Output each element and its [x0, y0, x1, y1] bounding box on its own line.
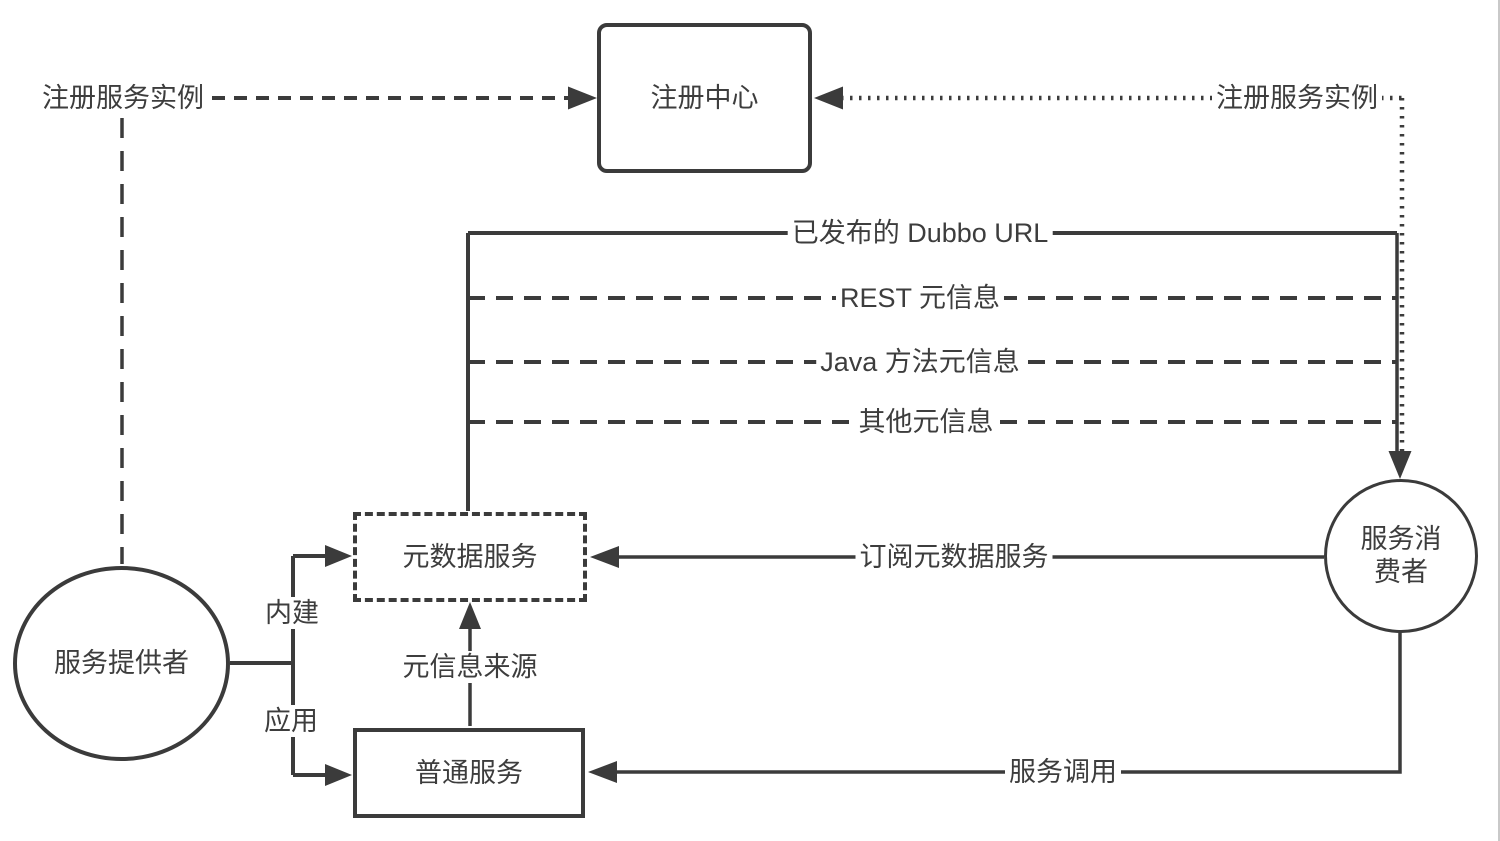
- edge-label-dubbo-url: 已发布的 Dubbo URL: [787, 217, 1053, 249]
- edge-label-rest-meta: REST 元信息: [835, 282, 1005, 314]
- arrowhead-into-registry-left: [568, 86, 597, 110]
- edge-label-builtin: 内建: [261, 597, 323, 629]
- node-normal-service-label: 普通服务: [415, 757, 523, 788]
- edge-label-provider-register: 注册服务实例: [38, 82, 208, 114]
- node-normal-service: 普通服务: [353, 728, 585, 818]
- edge-label-invoke: 服务调用: [1005, 756, 1121, 788]
- edge-label-application: 应用: [260, 705, 322, 737]
- arrowhead-metasource-into-metadata: [459, 602, 481, 629]
- arrowhead-invoke-into-normal: [588, 761, 617, 783]
- edge-label-other-meta: 其他元信息: [854, 406, 998, 438]
- arrowhead-builtin-into-metadata: [325, 545, 352, 567]
- node-metadata-service: 元数据服务: [353, 512, 587, 602]
- node-service-provider-label: 服务提供者: [54, 648, 189, 678]
- node-service-consumer-label: 服务消费者: [1360, 524, 1442, 587]
- arrowhead-subscribe-into-metadata: [590, 546, 619, 568]
- edge-invoke-line: [616, 633, 1402, 774]
- arrowhead-into-registry-right: [814, 86, 843, 110]
- arrowhead-into-consumer-top: [1388, 451, 1412, 479]
- arrowhead-application-into-normal: [325, 764, 352, 786]
- edge-label-meta-source: 元信息来源: [398, 651, 542, 683]
- node-metadata-service-label: 元数据服务: [402, 541, 538, 572]
- node-registry-label: 注册中心: [650, 82, 759, 113]
- edge-label-java-meta: Java 方法元信息: [816, 346, 1024, 378]
- node-service-provider: 服务提供者: [13, 566, 230, 761]
- node-registry: 注册中心: [597, 23, 812, 173]
- edge-label-consumer-register: 注册服务实例: [1212, 82, 1382, 114]
- edge-label-subscribe: 订阅元数据服务: [855, 541, 1053, 573]
- node-service-consumer: 服务消费者: [1324, 479, 1478, 633]
